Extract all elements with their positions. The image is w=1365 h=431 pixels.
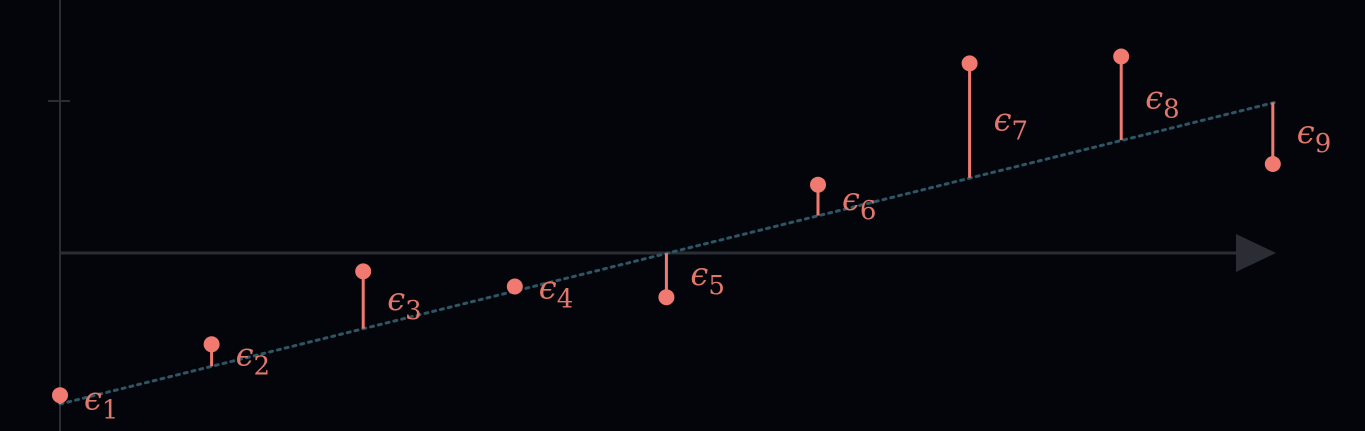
data-point [203, 336, 220, 353]
axes [48, 0, 1276, 431]
residual-label: ϵ6 [842, 180, 876, 226]
residual-label: ϵ4 [539, 269, 573, 315]
residual-label: ϵ7 [994, 101, 1028, 147]
epsilon-symbol: ϵ [387, 280, 405, 318]
residual-subscript: 8 [1163, 94, 1180, 124]
epsilon-symbol: ϵ [539, 269, 557, 307]
residual-label: ϵ3 [387, 280, 421, 326]
residual-3: ϵ3 [355, 263, 422, 329]
arrowhead-right-icon [1236, 234, 1276, 272]
residual-subscript: 3 [405, 296, 422, 326]
residual-subscript: 5 [708, 271, 725, 301]
residual-label: ϵ8 [1145, 78, 1179, 124]
data-point [506, 278, 523, 295]
residual-label: ϵ1 [84, 380, 118, 426]
residual-label: ϵ5 [690, 255, 724, 301]
residual-label: ϵ2 [236, 335, 270, 381]
residual-6: ϵ6 [810, 176, 876, 226]
residual-subscript: 1 [102, 396, 119, 426]
residual-label: ϵ9 [1297, 113, 1331, 159]
epsilon-symbol: ϵ [1145, 78, 1163, 116]
residual-7: ϵ7 [961, 55, 1028, 178]
epsilon-symbol: ϵ [690, 255, 708, 293]
residual-subscript: 9 [1315, 129, 1332, 159]
residual-1: ϵ1 [52, 380, 118, 426]
data-point [658, 289, 675, 306]
residual-5: ϵ5 [658, 253, 725, 306]
data-point [1113, 48, 1130, 65]
data-point [961, 55, 978, 72]
epsilon-symbol: ϵ [842, 180, 860, 218]
data-point [810, 176, 826, 193]
epsilon-symbol: ϵ [236, 335, 254, 373]
data-point [355, 263, 372, 280]
residual-4: ϵ4 [506, 269, 573, 315]
residual-subscript: 4 [557, 285, 574, 315]
epsilon-symbol: ϵ [1297, 113, 1315, 151]
data-point [1264, 156, 1281, 172]
residual-subscript: 7 [1012, 117, 1029, 147]
residual-8: ϵ8 [1113, 48, 1180, 141]
epsilon-symbol: ϵ [994, 101, 1012, 139]
residual-subscript: 2 [254, 351, 271, 381]
data-point [52, 387, 68, 404]
residual-2: ϵ2 [203, 335, 270, 381]
residual-9: ϵ9 [1264, 102, 1331, 172]
residual-subscript: 6 [860, 196, 877, 226]
epsilon-symbol: ϵ [84, 380, 102, 418]
